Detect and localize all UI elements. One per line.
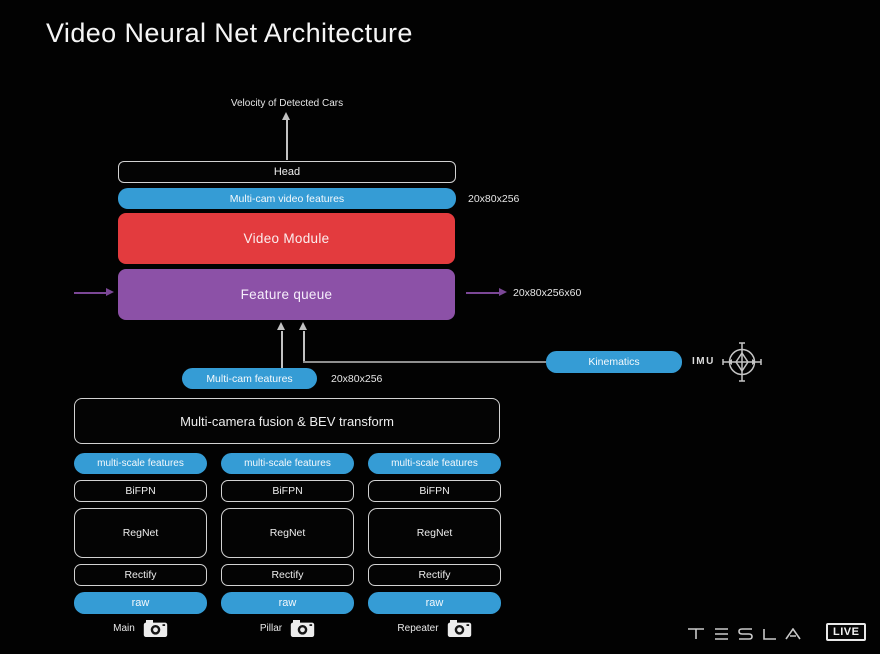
raw-label: raw (131, 597, 150, 609)
multiscale-features-box: multi-scale features (221, 453, 354, 474)
bifpn-label: BiFPN (125, 485, 156, 497)
kinematics-label: Kinematics (588, 356, 640, 368)
regnet-label: RegNet (269, 527, 306, 539)
raw-box: raw (74, 592, 207, 614)
multiscale-features-box: multi-scale features (368, 453, 501, 474)
kinematics-to-queue-arrow-hline (303, 361, 546, 363)
arrowhead-right-icon (106, 288, 114, 296)
bifpn-label: BiFPN (419, 485, 450, 497)
tesla-logo (688, 628, 801, 640)
kinematics-box: Kinematics (546, 351, 682, 373)
camera-name: Main (113, 622, 135, 634)
arrowhead-up-icon (282, 112, 290, 120)
regnet-label: RegNet (122, 527, 159, 539)
regnet-box: RegNet (368, 508, 501, 558)
feature-queue-box: Feature queue (118, 269, 455, 320)
queue-right-arrow-line (466, 292, 499, 294)
camera-icon (447, 619, 471, 637)
camera-row-pillar: Pillar (221, 618, 354, 638)
camera-icon (290, 619, 315, 637)
video-module-box: Video Module (118, 213, 455, 264)
multicam-video-features-label: Multi-cam video features (229, 192, 345, 205)
rectify-label: Rectify (271, 569, 304, 581)
queue-left-arrow-line (74, 292, 106, 294)
rectify-label: Rectify (124, 569, 157, 581)
multicam-features-label: Multi-cam features (206, 372, 293, 385)
rectify-box: Rectify (74, 564, 207, 586)
bifpn-box: BiFPN (368, 480, 501, 502)
camera-name: Repeater (397, 622, 439, 634)
live-badge: LIVE (826, 623, 867, 641)
raw-box: raw (221, 592, 354, 614)
camera-icon (143, 619, 168, 637)
multiscale-features-label: multi-scale features (244, 458, 331, 469)
regnet-box: RegNet (74, 508, 207, 558)
imu-label: IMU (692, 356, 715, 367)
multicam-video-features-box: Multi-cam video features (118, 188, 456, 209)
fusion-bev-box: Multi-camera fusion & BEV transform (74, 398, 500, 444)
bifpn-label: BiFPN (272, 485, 303, 497)
rectify-box: Rectify (221, 564, 354, 586)
multiscale-features-label: multi-scale features (97, 458, 184, 469)
head-output-arrow-line (286, 120, 288, 160)
camera-name: Pillar (259, 622, 283, 634)
raw-label: raw (425, 597, 444, 609)
features-to-queue-arrow-line (281, 331, 283, 369)
page-title: Video Neural Net Architecture (46, 18, 413, 48)
raw-box: raw (368, 592, 501, 614)
video-module-label: Video Module (243, 231, 330, 246)
arrowhead-right-icon (499, 288, 507, 296)
fusion-bev-label: Multi-camera fusion & BEV transform (180, 413, 394, 429)
feature-queue-dims: 20x80x256x60 (513, 287, 582, 299)
regnet-label: RegNet (416, 527, 453, 539)
camera-row-main: Main (74, 618, 207, 638)
multiscale-features-label: multi-scale features (391, 458, 478, 469)
multicam-features-box: Multi-cam features (182, 368, 317, 389)
multiscale-features-box: multi-scale features (74, 453, 207, 474)
output-label: Velocity of Detected Cars (230, 98, 344, 109)
arrowhead-up-icon (277, 322, 285, 330)
rectify-label: Rectify (418, 569, 451, 581)
raw-label: raw (278, 597, 297, 609)
camera-row-repeater: Repeater (368, 618, 501, 638)
bifpn-box: BiFPN (221, 480, 354, 502)
multicam-features-dims: 20x80x256 (331, 373, 383, 385)
imu-gyroscope-icon (722, 342, 762, 382)
head-box: Head (118, 161, 456, 183)
rectify-box: Rectify (368, 564, 501, 586)
arrowhead-up-icon (299, 322, 307, 330)
bifpn-box: BiFPN (74, 480, 207, 502)
kinematics-to-queue-arrow-vline (303, 331, 305, 362)
multicam-video-features-dims: 20x80x256 (468, 193, 520, 205)
feature-queue-label: Feature queue (240, 287, 333, 302)
regnet-box: RegNet (221, 508, 354, 558)
head-label: Head (273, 166, 301, 178)
